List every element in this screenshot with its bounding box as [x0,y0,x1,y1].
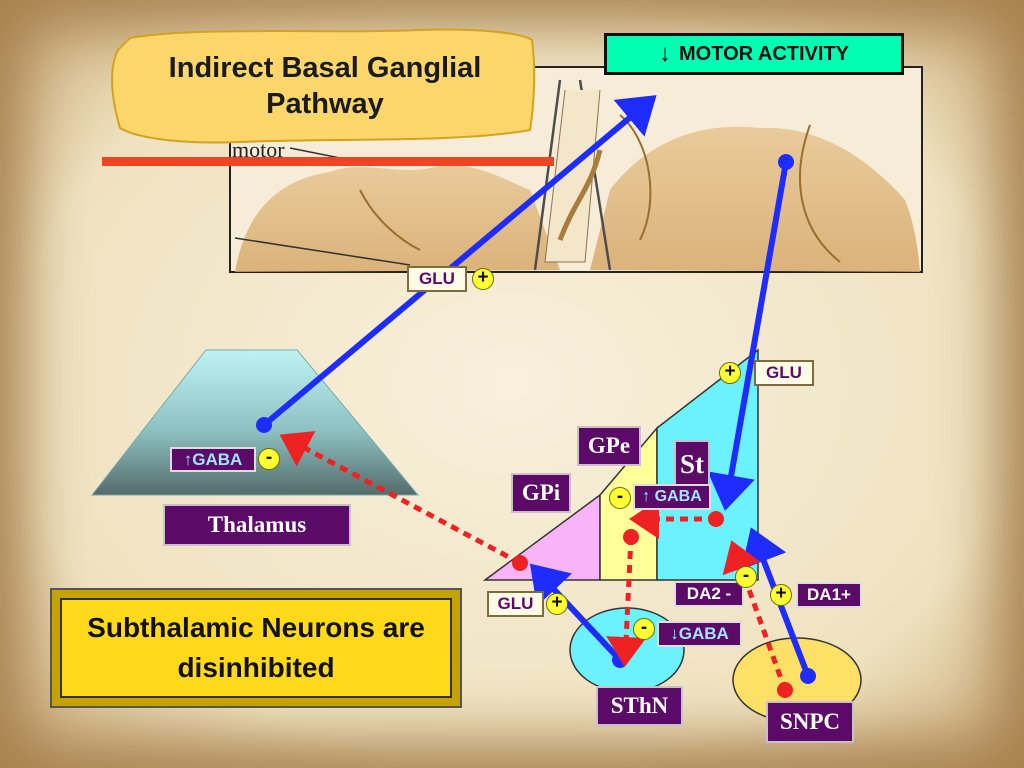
glu-tag-cortex: GLU [407,266,467,292]
excitatory-arrows [262,95,811,678]
da1-tag: DA1+ [796,582,862,608]
gpi-label: GPi [511,473,571,513]
gaba-tag-thalamus: ↑GABA [170,447,256,472]
da2-tag: DA2 - [674,581,744,607]
glu-tag-sthn: GLU [487,591,544,617]
gaba-tag-gpe: ↑ GABA [633,484,711,510]
minus-sign-gpe: - [609,487,631,509]
title-scroll-shape [111,28,536,144]
minus-sign-da2: - [735,566,757,588]
minus-sign-thalamus: - [258,448,280,470]
conclusion-text: Subthalamic Neurons are disinhibited [60,598,452,698]
gaba-tag-sthn: ↓GABA [657,621,742,647]
glu-tag-striatum: GLU [754,360,814,386]
plus-sign-striatum: + [719,362,741,384]
thalamus-label: Thalamus [163,504,351,546]
plus-sign-sthn: + [546,593,568,615]
minus-sign-sthn: - [633,618,655,640]
thalamus-shape [90,349,420,496]
gpe-label: GPe [577,426,641,466]
page-title: Indirect Basal Ganglial Pathway [168,52,482,120]
motor-activity-label: MOTOR ACTIVITY [679,42,849,65]
conclusion-box: Subthalamic Neurons are disinhibited [50,588,462,708]
down-arrow-icon: ↓ [659,40,671,67]
striatum-label: St [674,440,710,488]
plus-sign-cortex: + [472,268,494,290]
snpc-label: SNPC [766,701,854,743]
inhibitory-origin-dots [512,511,793,698]
sthn-label: SThN [596,686,683,726]
title-underline [102,157,554,166]
motor-activity-box: ↓ MOTOR ACTIVITY [604,33,904,75]
plus-sign-da1: + [770,584,792,606]
